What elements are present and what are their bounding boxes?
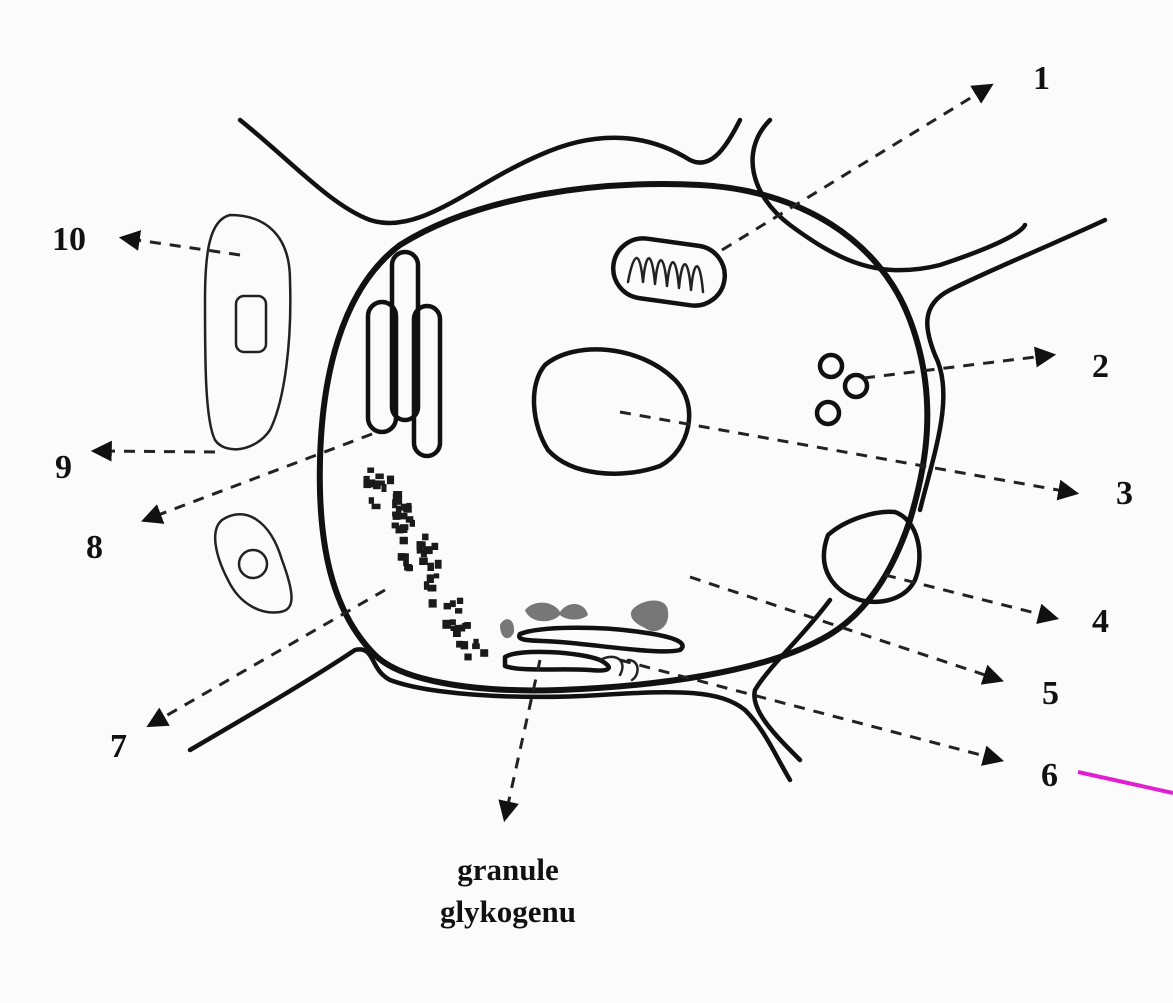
label-7: 7 — [110, 728, 127, 765]
granule-dot — [434, 573, 439, 578]
nucleus — [534, 349, 689, 473]
granule-dot — [373, 480, 381, 489]
granule-dot — [393, 491, 402, 497]
left-outer-cell-upper — [205, 215, 290, 449]
rough-er-granules — [363, 468, 488, 661]
left-outer-cell-lower — [215, 514, 291, 612]
pointer-lines — [95, 86, 1075, 818]
granule-dot — [457, 598, 463, 604]
granule-dot — [369, 497, 374, 504]
caption-line-1: granule — [457, 852, 559, 887]
lower-neighbor-boundary — [190, 649, 790, 780]
cell-membrane — [320, 184, 928, 690]
right-upper-neighbor-boundary — [753, 120, 1025, 270]
granule-dot — [427, 574, 434, 583]
granule-dot — [458, 641, 465, 646]
granule-dot — [462, 623, 471, 628]
granule-dot — [400, 537, 408, 545]
granule-dot — [372, 504, 381, 510]
elongated-organelles — [368, 252, 440, 456]
mitochondrion — [609, 234, 728, 309]
granule-dot — [399, 526, 408, 534]
granule-dot — [375, 474, 383, 480]
granule-dot — [406, 564, 412, 571]
granule-dot — [442, 620, 450, 629]
granule-dot — [406, 516, 414, 523]
label-6: 6 — [1041, 757, 1058, 794]
granule-dot — [387, 476, 394, 485]
granule-dot — [419, 541, 426, 548]
granule-dot — [444, 603, 451, 610]
label-5: 5 — [1042, 675, 1059, 712]
label-1: 1 — [1033, 60, 1050, 97]
vesicles — [817, 355, 867, 424]
granule-dot — [473, 639, 478, 645]
label-3: 3 — [1116, 475, 1133, 512]
label-9: 9 — [55, 449, 72, 486]
granule-dot — [422, 534, 428, 541]
granule-dot — [480, 649, 488, 657]
granule-dot — [367, 468, 374, 473]
label-2: 2 — [1092, 348, 1109, 385]
highlight-line — [1078, 772, 1173, 793]
granule-dot — [417, 548, 425, 553]
label-4: 4 — [1092, 603, 1109, 640]
granule-dot — [435, 560, 442, 569]
caption-line-2: glykogenu — [440, 894, 576, 929]
granule-dot — [464, 654, 471, 661]
granule-dot — [403, 505, 412, 512]
granule-dot — [451, 626, 457, 631]
granule-dot — [392, 499, 397, 508]
granule-dot — [392, 523, 399, 529]
granule-dot — [427, 563, 434, 571]
label-8: 8 — [86, 529, 103, 566]
golgi-apparatus — [505, 628, 683, 680]
label-10: 10 — [52, 221, 86, 258]
granule-dot — [419, 557, 428, 565]
granule-dot — [429, 599, 437, 607]
granule-dot — [455, 608, 462, 614]
